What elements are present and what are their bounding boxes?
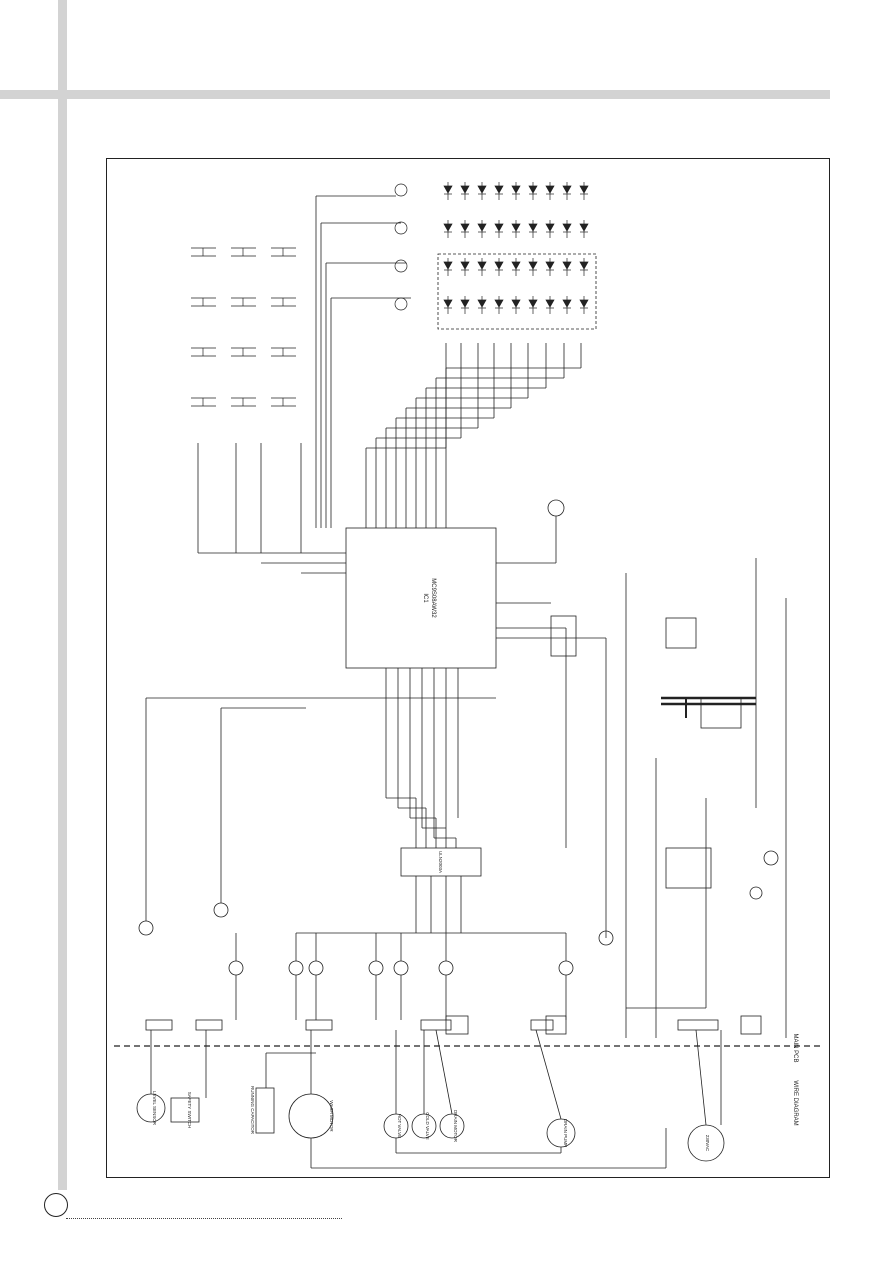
mcu-part-label: MC9S08AW32	[430, 578, 436, 618]
key-switches	[191, 247, 296, 407]
level-sensor-symbol	[136, 1093, 166, 1123]
mcu-ref-label: IC1	[422, 593, 428, 603]
running-capacitor-label: RUNNING CAPACITOR	[250, 1086, 255, 1135]
driver-ic-uln2003	[400, 847, 482, 877]
page-margin-bar-vertical	[58, 0, 67, 1190]
ac-input-label: 230VAC	[705, 1135, 710, 1152]
led-matrix	[394, 182, 589, 314]
main-pcb-label: MAIN PCB	[792, 1033, 798, 1062]
safety-switch-label: SAFETY SWITCH	[187, 1092, 192, 1128]
circuit-schematic: IC1 MC9S08AW32 ULN2003A MAIN PCB WIRE DI…	[114, 182, 822, 1169]
cold-valve-label: COLD VALVE	[425, 1112, 430, 1140]
wash-motor-symbol	[288, 1093, 334, 1139]
drain-motor-label: DRAIN MOTOR	[453, 1110, 458, 1143]
driver-ic-label: ULN2003A	[438, 851, 443, 873]
schematic-frame	[106, 158, 830, 1178]
page-header-bar	[0, 90, 830, 99]
wash-motor-label: WASH MOTOR	[329, 1100, 334, 1132]
triac-array	[228, 933, 574, 1020]
hot-valve-label: HOT VALVE	[397, 1114, 402, 1139]
footer-dotted-line	[66, 1218, 342, 1219]
mcu-chip	[345, 527, 497, 669]
drain-pump-label: DRAIN PUMP	[563, 1119, 568, 1147]
wire-diagram-label: WIRE DIAGRAM	[792, 1080, 798, 1125]
level-sensor-label: LEVEL SENSOR	[152, 1091, 157, 1126]
page-number-circle	[44, 1193, 68, 1217]
